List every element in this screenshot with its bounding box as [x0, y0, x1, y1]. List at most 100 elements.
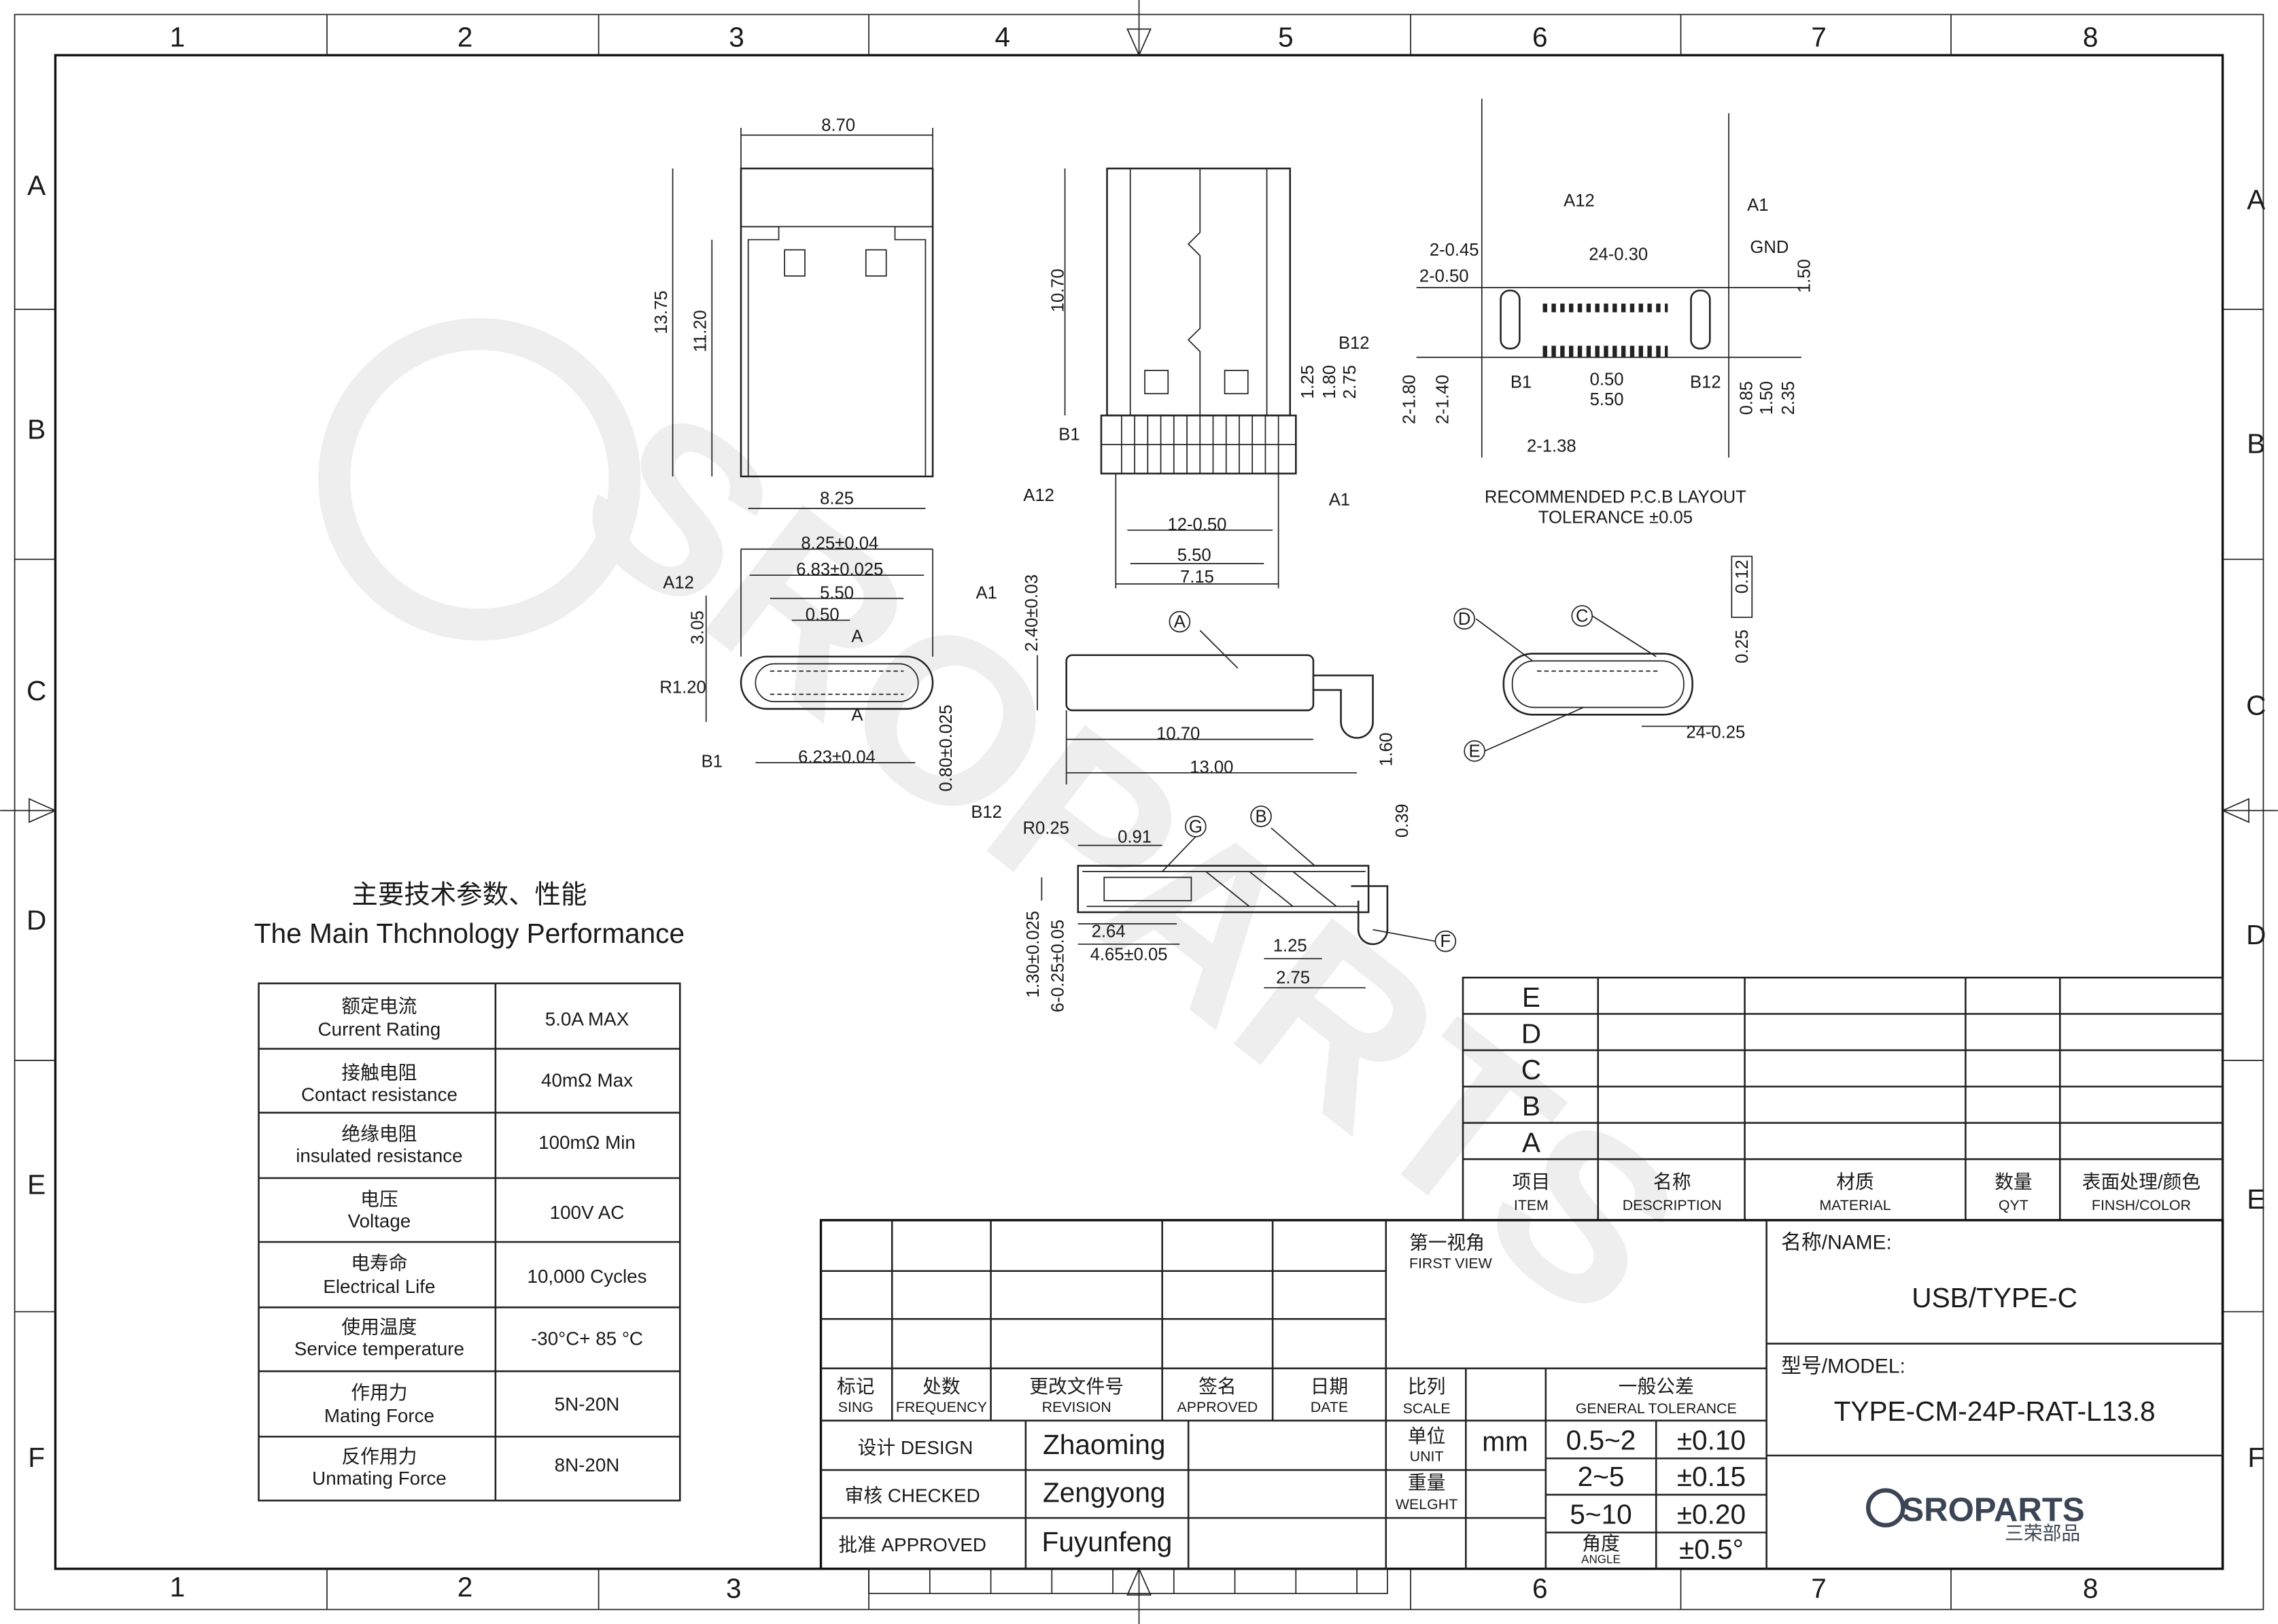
svg-text:MATERIAL: MATERIAL [1819, 1197, 1891, 1213]
dim-label: B12 [971, 803, 1002, 822]
svg-text:Service temperature: Service temperature [294, 1338, 464, 1360]
svg-text:绝缘电阻: 绝缘电阻 [341, 1123, 417, 1144]
terminal-view: 10.70 B12 1.25 1.80 2.75 B1 A12 A1 12-0.… [1023, 167, 1370, 589]
dim-label: A12 [663, 573, 694, 592]
dim-label: 2.75 [1341, 365, 1360, 399]
dim-label: 0.91 [1118, 827, 1152, 846]
zone-col-5: 5 [1278, 21, 1294, 52]
callout-b: B [1255, 807, 1266, 826]
dim-label: 8.70 [821, 116, 855, 135]
svg-text:使用温度: 使用温度 [341, 1317, 417, 1338]
dim-label: A1 [1747, 196, 1768, 215]
zone-col-6-bottom: 6 [1532, 1573, 1548, 1604]
dim-label: A12 [1564, 191, 1595, 210]
dim-label: R1.20 [659, 678, 706, 697]
zone-col-8-bottom: 8 [2083, 1573, 2099, 1604]
dim-label: 5.50 [1177, 546, 1211, 565]
dim-label: 8.25±0.04 [801, 534, 878, 553]
dim-label: 11.20 [691, 310, 710, 352]
dim-label: 4.65±0.05 [1090, 945, 1168, 964]
section-marker: A [851, 706, 863, 725]
designer-name: Zhaoming [1043, 1429, 1166, 1460]
end-view: D C 0.12 0.25 E 24-0.25 [1453, 555, 1753, 762]
item-row-label: A [1522, 1127, 1540, 1158]
dim-label: 24-0.25 [1686, 723, 1745, 742]
svg-text:DESCRIPTION: DESCRIPTION [1623, 1197, 1722, 1213]
dim-label: 2-0.50 [1419, 267, 1469, 286]
svg-text:更改文件号: 更改文件号 [1029, 1376, 1124, 1397]
svg-text:额定电流: 额定电流 [341, 995, 417, 1016]
dim-label: 2.40±0.03 [1022, 574, 1041, 652]
dim-label: 0.50 [1590, 370, 1624, 389]
callout-g: G [1189, 817, 1203, 836]
dim-label: 1.50 [1795, 259, 1814, 293]
svg-text:三荣部品: 三荣部品 [2005, 1523, 2080, 1544]
dim-label: 5.50 [1590, 390, 1624, 409]
svg-text:FREQUENCY: FREQUENCY [896, 1399, 987, 1415]
pcb-tolerance: TOLERANCE ±0.05 [1538, 508, 1693, 527]
svg-text:作用力: 作用力 [351, 1382, 407, 1403]
dim-label: 0.12 [1733, 559, 1752, 593]
first-view-cn: 第一视角 [1409, 1232, 1485, 1254]
section-view: R0.25 0.91 G B 0.39 2.64 1.25 4.65±0.05 … [1023, 804, 1457, 1012]
dim-label: B12 [1339, 334, 1370, 353]
zone-row-e: E [27, 1169, 46, 1200]
svg-text:电压: 电压 [360, 1189, 398, 1210]
scale-en: SCALE [1403, 1400, 1451, 1417]
dim-label: B1 [1058, 425, 1080, 444]
dim-label: 1.60 [1377, 733, 1396, 767]
item-row-label: C [1521, 1054, 1541, 1086]
front-view: 8.25±0.04 6.83±0.025 A12 5.50 A1 3.05 0.… [659, 534, 1002, 822]
model-number: TYPE-CM-24P-RAT-L13.8 [1834, 1396, 2156, 1427]
svg-text:表面处理/颜色: 表面处理/颜色 [2082, 1171, 2201, 1192]
item-row-label: B [1522, 1090, 1540, 1122]
performance-section: 主要技术参数、性能 The Main Thchnology Performanc… [254, 880, 685, 1502]
zone-col-4: 4 [995, 21, 1010, 52]
pcb-layout: A12 A1 GND 2-0.45 24-0.30 2-0.50 1.50 2-… [1400, 99, 1814, 527]
name-label: 名称/NAME: [1781, 1232, 1892, 1254]
dim-label: B12 [1690, 373, 1721, 392]
svg-text:数量: 数量 [1995, 1171, 2033, 1192]
zone-col-3: 3 [729, 21, 744, 52]
dim-label: 8.25 [820, 489, 854, 508]
zone-col-3-bottom: 3 [726, 1573, 742, 1604]
svg-text:ITEM: ITEM [1514, 1197, 1549, 1213]
svg-text:10,000 Cycles: 10,000 Cycles [528, 1266, 647, 1287]
dim-label: 0.39 [1393, 804, 1412, 837]
zone-row-b: B [27, 413, 46, 445]
dim-label: 3.05 [688, 610, 707, 644]
performance-title-en: The Main Thchnology Performance [254, 918, 685, 949]
zone-row-a: A [27, 169, 46, 201]
dim-label: 13.75 [652, 290, 671, 334]
angle-en: ANGLE [1581, 1553, 1621, 1566]
first-view-en: FIRST VIEW [1409, 1255, 1493, 1271]
svg-text:标记: 标记 [837, 1376, 875, 1397]
tolerance-value: ±0.10 [1677, 1425, 1746, 1456]
svg-text:APPROVED: APPROVED [1177, 1399, 1258, 1415]
svg-text:签名: 签名 [1198, 1376, 1237, 1397]
zone-row-c-right: C [2246, 689, 2266, 721]
zone-row-d-right: D [2246, 919, 2266, 950]
svg-text:FINSH/COLOR: FINSH/COLOR [2092, 1197, 2191, 1213]
tolerance-value: ±0.20 [1677, 1499, 1746, 1530]
design-label: 设计 DESIGN [858, 1437, 973, 1458]
dim-label: 2-1.80 [1400, 375, 1419, 424]
top-view: 8.70 13.75 11.20 8.25 [652, 116, 934, 509]
tolerance-range: 5~10 [1570, 1499, 1632, 1530]
dim-label: GND [1750, 238, 1789, 257]
callout-c: C [1576, 607, 1589, 626]
zone-col-1: 1 [170, 21, 186, 52]
item-row-label: E [1522, 982, 1540, 1013]
zone-col-6: 6 [1532, 21, 1548, 52]
unit-value: mm [1482, 1426, 1528, 1457]
svg-text:反作用力: 反作用力 [341, 1446, 417, 1467]
approved-label: 批准 APPROVED [838, 1534, 986, 1555]
